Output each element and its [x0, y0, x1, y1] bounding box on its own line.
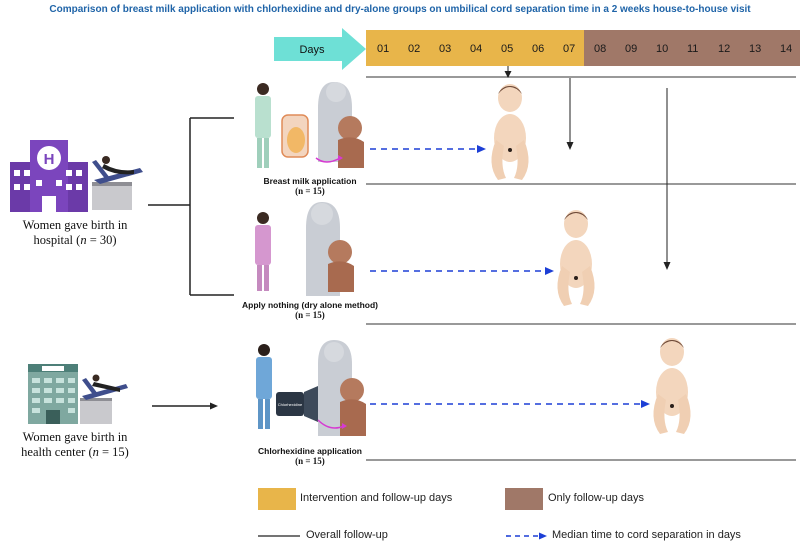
day-label-03: 03 — [439, 43, 451, 55]
day-label-09: 09 — [625, 43, 637, 55]
days-arrow-label: Days — [299, 44, 325, 56]
health-center-icon — [28, 364, 128, 424]
hospital-icon: H — [10, 140, 88, 212]
day-label-02: 02 — [408, 43, 420, 55]
hospital-label: Women gave birth in hospital (n = 30) — [2, 218, 148, 248]
median-dashed-arrow-chlorhexidine — [370, 400, 650, 408]
intervention-days-bar — [366, 30, 584, 66]
group-chlorhexidine-n: (n = 15) — [295, 456, 325, 466]
chlorhexidine-bottle-label: Chlorhexidine — [278, 402, 303, 407]
day-label-13: 13 — [749, 43, 761, 55]
group-breastmilk-title: Breast milk application — [263, 176, 357, 186]
day-label-06: 06 — [532, 43, 544, 55]
days-arrow: Days — [274, 28, 366, 70]
day-label-12: 12 — [718, 43, 730, 55]
legend-followup-text: Only follow-up days — [548, 492, 644, 504]
median-dashed-arrow-breastmilk — [370, 145, 486, 153]
legend-intervention-text: Intervention and follow-up days — [300, 492, 453, 504]
day-label-08: 08 — [594, 43, 606, 55]
day-label-10: 10 — [656, 43, 668, 55]
day-label-05: 05 — [501, 43, 513, 55]
mother-baby-figure-3 — [317, 340, 366, 436]
hospital-label-line1: Women gave birth in — [22, 218, 128, 232]
hospital-bracket — [148, 117, 234, 296]
followup-days-bar — [584, 30, 800, 66]
legend-overall-text: Overall follow-up — [306, 529, 388, 541]
group-dry-label: Apply nothing (dry alone method) (n = 15… — [236, 300, 384, 320]
median-dashed-arrow-dry — [370, 267, 554, 275]
legend-followup-swatch — [505, 488, 543, 510]
mother-baby-figure-2 — [306, 202, 354, 296]
delivery-bed-icon — [92, 156, 143, 210]
baby-figure-3 — [653, 338, 691, 434]
day-label-14: 14 — [780, 43, 792, 55]
day-label-07: 07 — [563, 43, 575, 55]
health-center-label-line2: health center (n = 15) — [21, 445, 129, 459]
provider-figure-1 — [255, 83, 271, 168]
svg-text:H: H — [44, 151, 55, 168]
median-arrows — [504, 66, 671, 270]
day-label-04: 04 — [470, 43, 482, 55]
diagram-title: Comparison of breast milk application wi… — [49, 4, 751, 15]
group-breastmilk-n: (n = 15) — [295, 186, 325, 196]
provider-figure-2 — [255, 212, 271, 291]
health-center-label: Women gave birth in health center (n = 1… — [2, 430, 148, 460]
baby-figure-1 — [491, 84, 529, 180]
group-dry-title: Apply nothing (dry alone method) — [242, 300, 378, 310]
health-center-label-line1: Women gave birth in — [22, 430, 128, 444]
breast-illustration-icon — [281, 114, 309, 158]
legend-median-text: Median time to cord separation in days — [552, 529, 741, 541]
day-label-11: 11 — [687, 43, 698, 55]
group-chlorhexidine-label: Chlorhexidine application (n = 15) — [236, 446, 384, 466]
hospital-label-line2: hospital (n = 30) — [33, 233, 117, 247]
group-breastmilk-label: Breast milk application (n = 15) — [236, 176, 384, 196]
legend-intervention-swatch — [258, 488, 296, 510]
day-labels: 01 02 03 04 05 06 07 08 09 10 11 12 13 14 — [377, 43, 792, 55]
day-label-01: 01 — [377, 43, 389, 55]
health-center-arrow — [152, 402, 218, 410]
provider-figure-3 — [256, 344, 272, 429]
baby-figure-2 — [557, 210, 595, 306]
mother-baby-figure-1 — [315, 82, 364, 168]
group-chlorhexidine-title: Chlorhexidine application — [258, 446, 362, 456]
group-dry-n: (n = 15) — [295, 310, 325, 320]
chlorhexidine-bottle-icon: Chlorhexidine — [276, 386, 318, 422]
legend-median-arrow — [506, 532, 547, 540]
